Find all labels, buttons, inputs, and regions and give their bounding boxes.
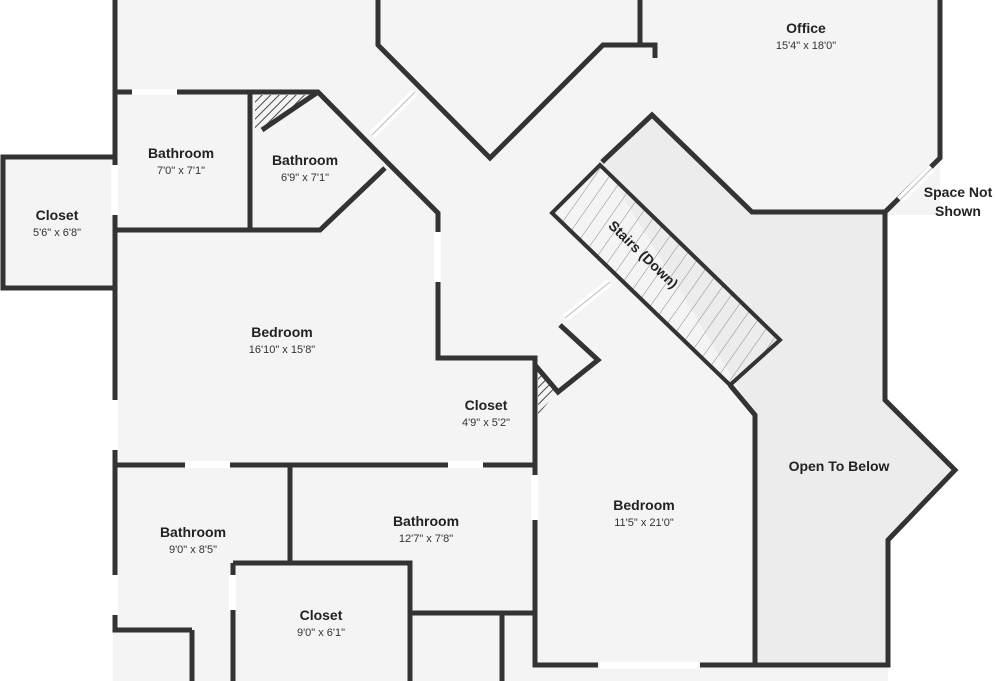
closet-bottom-name: Closet	[300, 607, 343, 623]
office-name: Office	[786, 20, 826, 36]
bedroom-main-name: Bedroom	[251, 324, 312, 340]
hatch-bathroom	[255, 95, 310, 128]
bedroom-right-name: Bedroom	[613, 497, 674, 513]
closet-mid-name: Closet	[465, 397, 508, 413]
closet-bottom-dims: 9'0" x 6'1"	[297, 627, 345, 639]
office-dims: 15'4" x 18'0"	[776, 40, 836, 52]
bath-b-dims: 6'9" x 7'1"	[281, 172, 329, 184]
bath-d-dims: 12'7" x 7'8"	[399, 533, 453, 545]
bath-b-name: Bathroom	[272, 152, 338, 168]
bath-a-name: Bathroom	[148, 145, 214, 161]
closet-left-fill	[0, 155, 115, 290]
bedroom-right-dims: 11'5" x 21'0"	[614, 517, 674, 529]
exterior-right-lower	[885, 215, 955, 681]
bath-c-name: Bathroom	[160, 524, 226, 540]
bedroom-main-dims: 16'10" x 15'8"	[249, 344, 316, 356]
exterior-right	[940, 0, 996, 681]
bath-c-dims: 9'0" x 8'5"	[169, 544, 217, 556]
space-not-shown-line1: Space Not	[924, 184, 993, 200]
closet-mid-dims: 4'9" x 5'2"	[462, 417, 510, 429]
space-not-shown-line2: Shown	[935, 203, 981, 219]
openings	[111, 89, 935, 669]
closet-left-dims: 5'6" x 6'8"	[33, 227, 81, 239]
bath-a-dims: 7'0" x 7'1"	[157, 165, 205, 177]
closet-left-name: Closet	[36, 207, 79, 223]
open-to-below-label: Open To Below	[789, 458, 890, 474]
bath-d-name: Bathroom	[393, 513, 459, 529]
